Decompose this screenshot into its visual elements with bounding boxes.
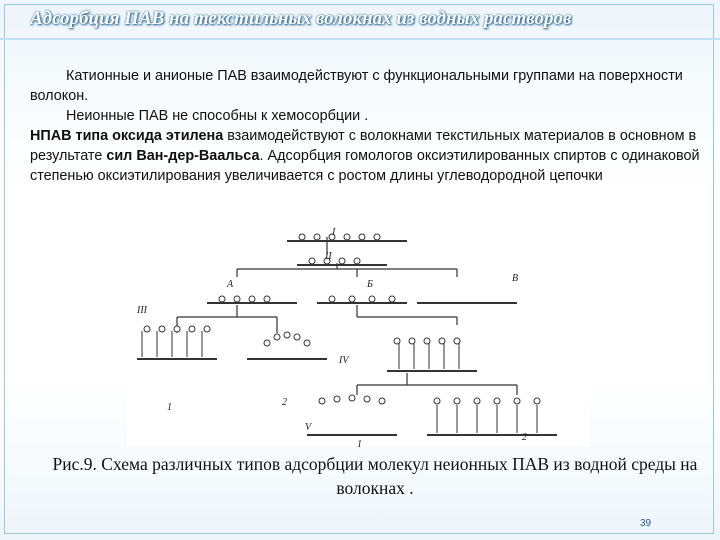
paragraph-3-text-2: . Адсорбция гомологов оксиэтилированных … [30,148,700,184]
label-II: II [324,251,332,262]
label-I: I [331,227,336,238]
title-divider [0,38,720,40]
slide-title: Адсорбция ПАВ на текстильных волокнах из… [30,8,572,29]
scheme-connectors [176,237,518,395]
paragraph-2: Неионные ПАВ не способны к хемосорбции . [66,108,369,124]
label-num-1b: 1 [357,439,362,447]
scheme-labels: I II А Б В III IV 1 2 V 1 2 [136,227,527,450]
figure-caption: Рис.9. Схема различных типов адсорбции м… [52,454,698,498]
paragraph-3: НПАВ типа оксида этилена взаимодействуют… [30,126,710,186]
page-number: 39 [640,518,652,529]
label-III: III [136,305,148,316]
slide-frame [4,4,714,534]
paragraph-3-bold-forces: сил Ван-дер-Ваальса [106,148,260,164]
surfactant-molecules [143,233,541,405]
label-A: А [226,279,234,290]
paragraph-3-text-1: взаимодействуют с волокнами текстильных … [30,128,697,164]
slide-body: Катионные и анионые ПАВ взаимодействуют … [30,66,710,186]
label-IV: IV [338,355,350,366]
adsorption-scheme-figure: I II А Б В III IV 1 2 V 1 2 [127,225,589,450]
fiber-surfaces [137,240,557,436]
hydrocarbon-chains [141,331,538,433]
label-V-ru: В [512,273,518,284]
label-num-2b: 2 [522,432,527,443]
paragraph-3-bold-term: НПАВ типа оксида этилена [30,128,224,144]
paragraph-1: Катионные и анионые ПАВ взаимодействуют … [30,68,683,104]
label-B: Б [366,279,373,290]
label-num-1a: 1 [167,402,172,413]
label-V: V [305,422,313,433]
label-num-2a: 2 [282,397,287,408]
adsorption-scheme-svg: I II А Б В III IV 1 2 V 1 2 [136,227,557,450]
